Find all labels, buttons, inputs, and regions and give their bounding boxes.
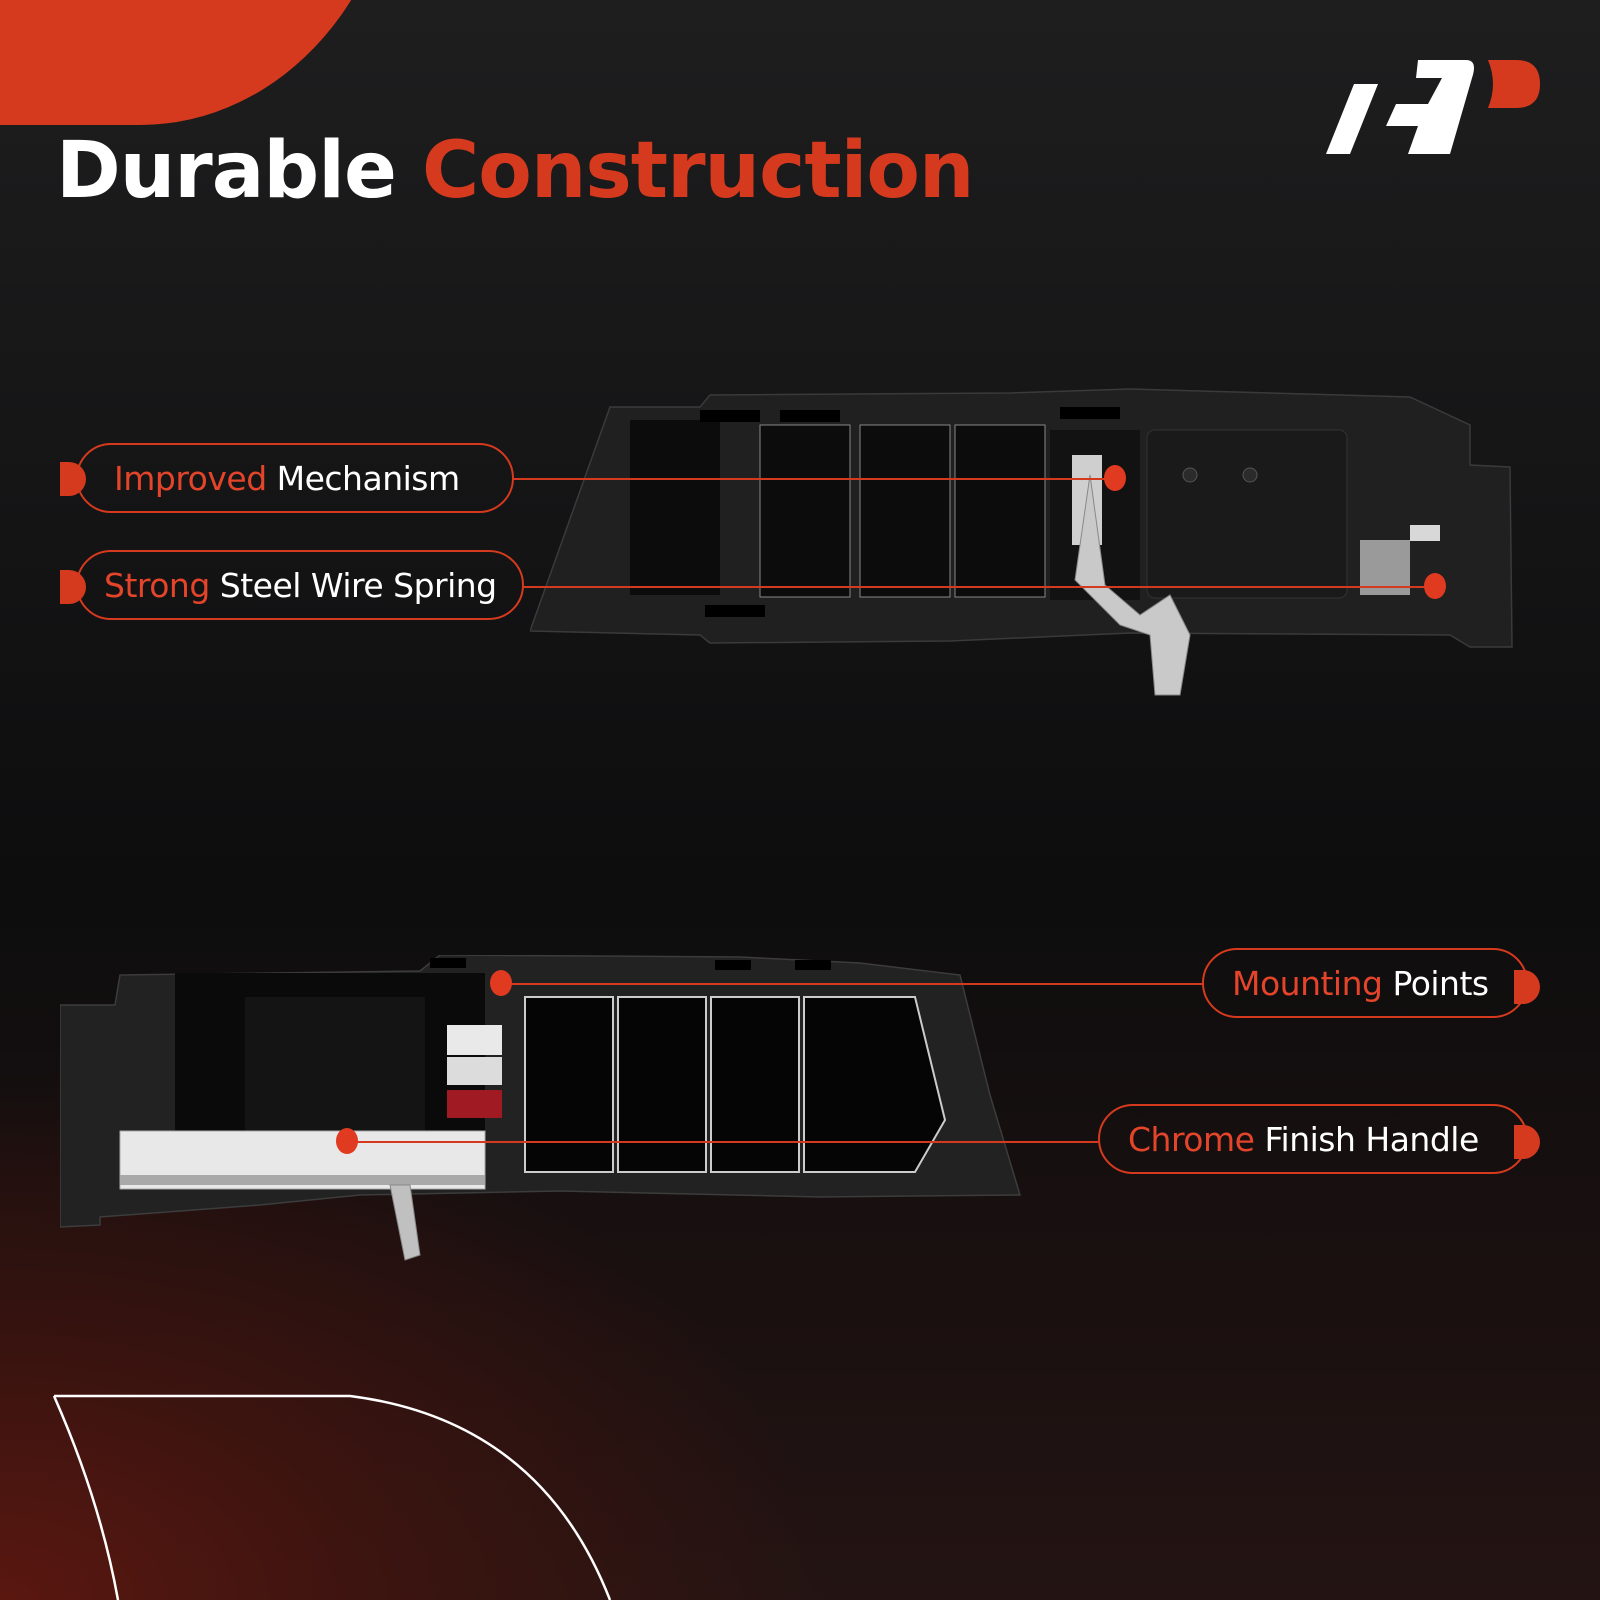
callout-label: Finish Handle — [1264, 1119, 1479, 1159]
title-white-text: Durable — [56, 126, 397, 216]
callout-label: Points — [1392, 963, 1489, 1003]
callout-strong-steel-wire-spring: Strong Steel Wire Spring — [76, 550, 524, 620]
callout-highlight: Improved — [114, 458, 267, 498]
decorative-corner-shape — [0, 0, 400, 125]
marker-dot-spring — [1424, 573, 1446, 599]
callout-label: Mechanism — [276, 458, 460, 498]
callout-highlight: Strong — [104, 565, 210, 605]
page-title: Durable Construction — [56, 132, 974, 210]
callout-highlight: Chrome — [1128, 1119, 1255, 1159]
callout-tab-mounting — [1514, 970, 1540, 1004]
decorative-outline-curve — [52, 1394, 612, 1600]
leader-line-handle — [346, 1141, 1098, 1143]
leader-line-spring — [522, 586, 1434, 588]
title-orange-text: Construction — [422, 126, 974, 216]
a-premium-logo-icon — [1326, 60, 1540, 154]
leader-line-mechanism — [512, 478, 1114, 480]
door-handle-back-view-image — [530, 388, 1513, 696]
marker-dot-mounting — [490, 970, 512, 996]
leader-line-mounting — [500, 983, 1204, 985]
callout-label: Steel Wire Spring — [219, 565, 497, 605]
marker-dot-handle — [336, 1128, 358, 1154]
callout-highlight: Mounting — [1232, 963, 1383, 1003]
marker-dot-mechanism — [1104, 465, 1126, 491]
door-handle-front-view-image — [60, 955, 1022, 1261]
callout-chrome-finish-handle: Chrome Finish Handle — [1098, 1104, 1528, 1174]
callout-tab-handle — [1514, 1125, 1540, 1159]
callout-mounting-points: Mounting Points — [1202, 948, 1528, 1018]
callout-improved-mechanism: Improved Mechanism — [76, 443, 514, 513]
